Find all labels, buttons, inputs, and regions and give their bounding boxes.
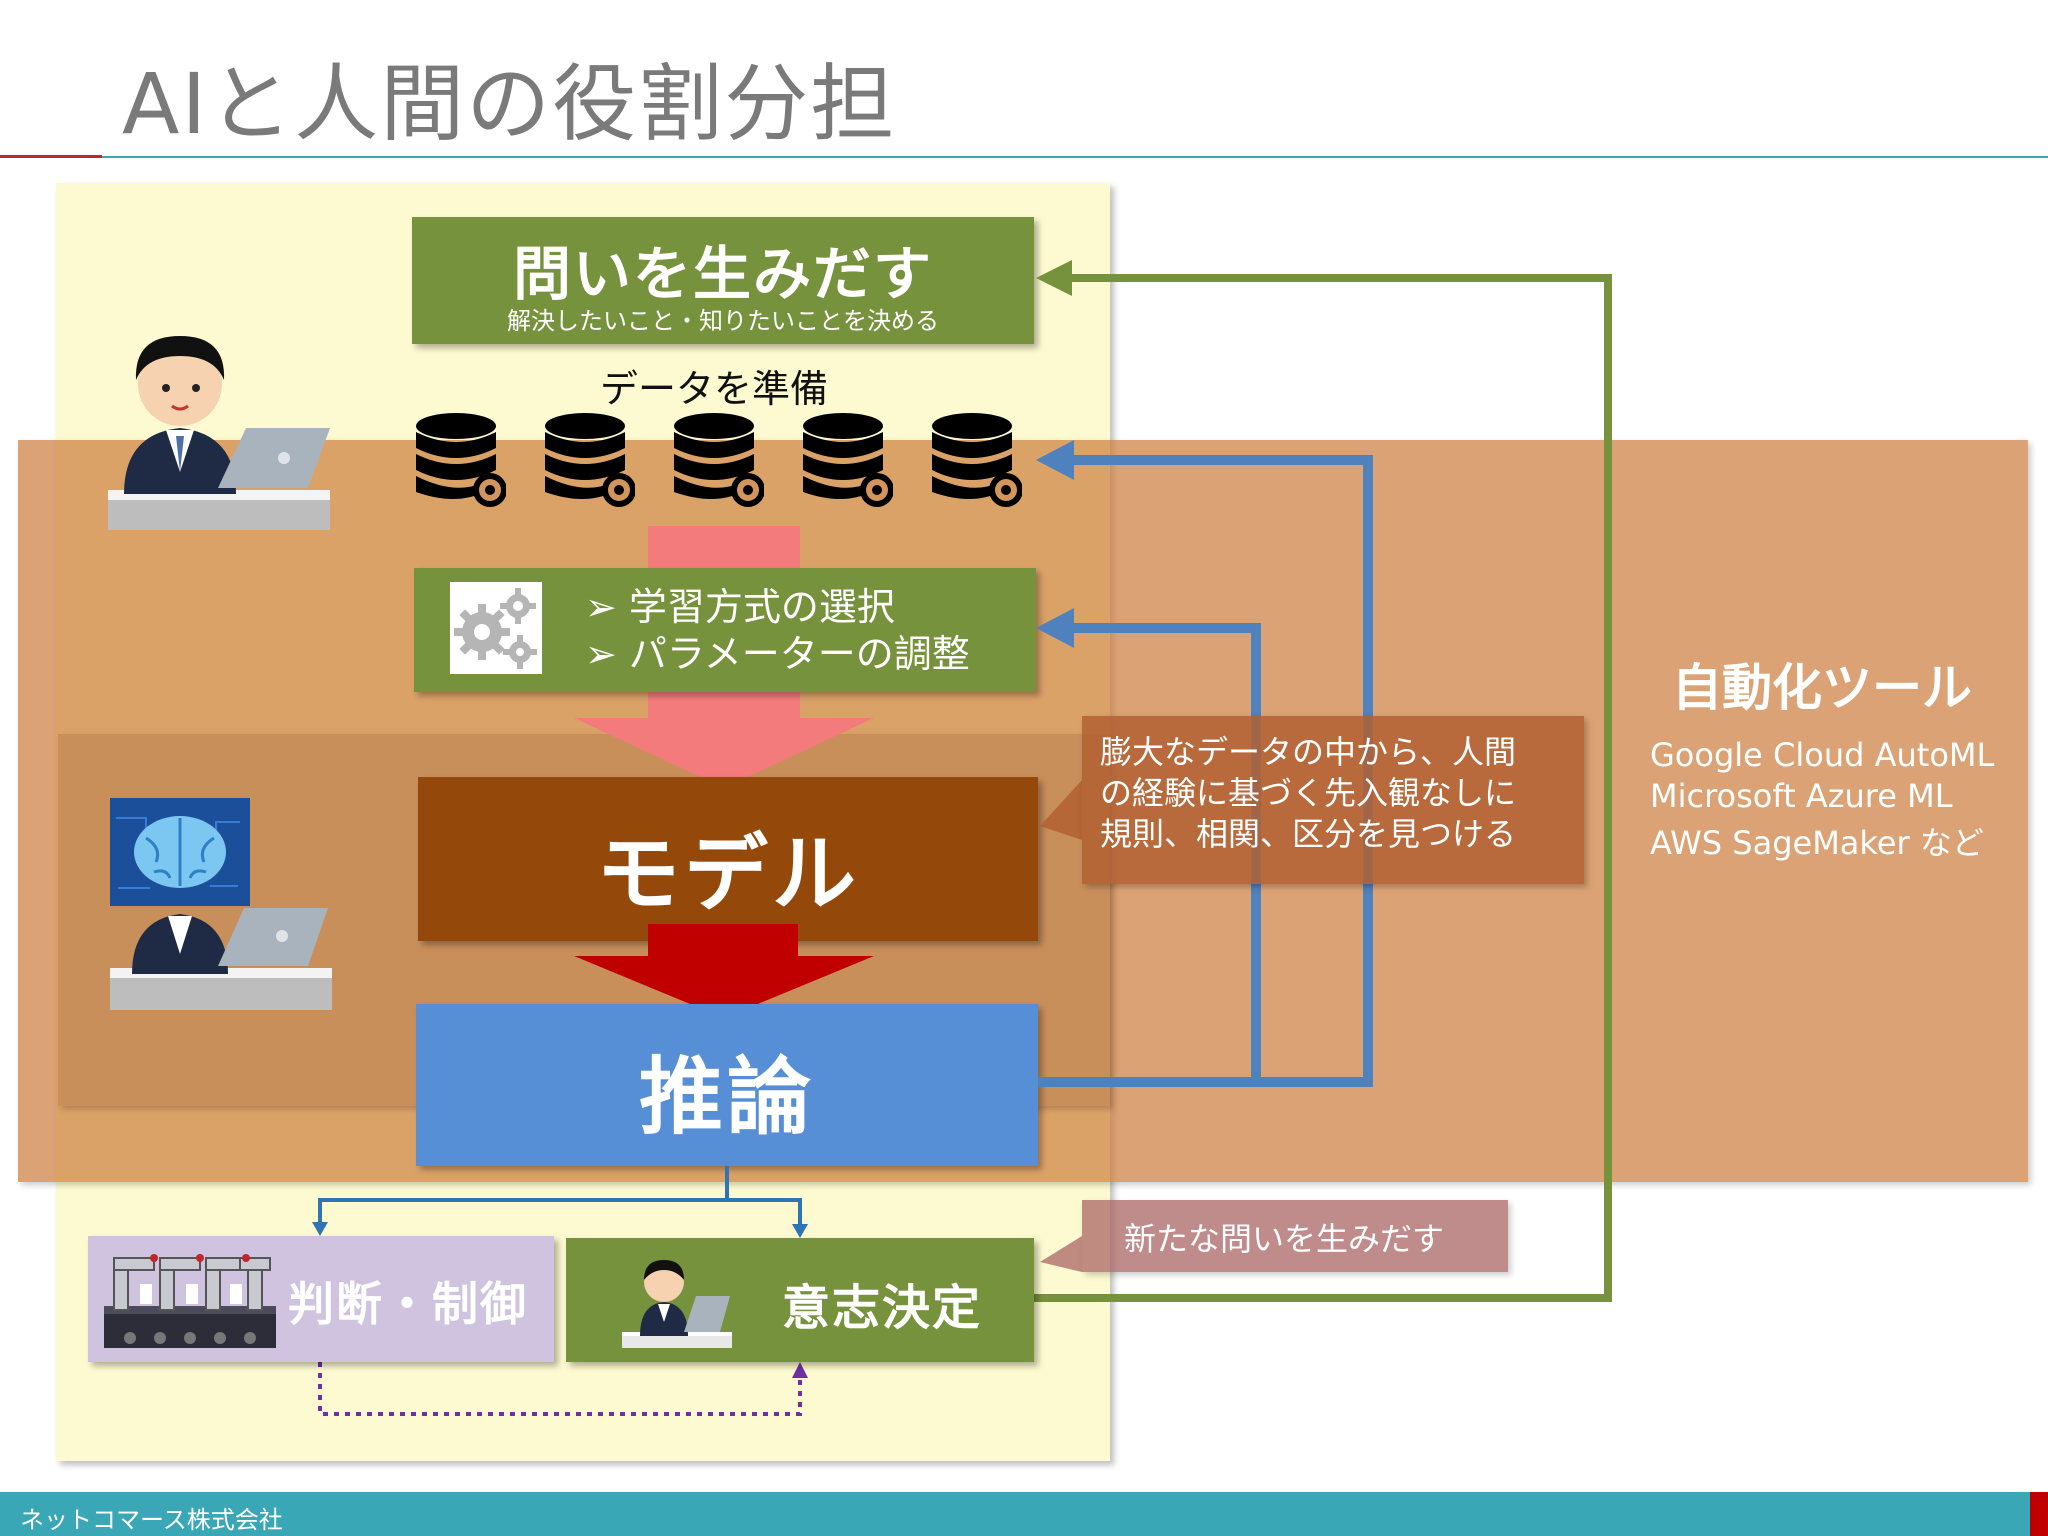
judgement-label: 判断・制御 [288, 1277, 528, 1331]
inference-to-decision-arrowhead [792, 1224, 808, 1238]
page-title: AIと人間の役割分担 [122, 55, 897, 153]
person-at-laptop-icon [104, 322, 334, 540]
inference-to-judgement-line [318, 1166, 729, 1222]
param-item-parameter-tuning: ➢ パラメーターの調整 [585, 632, 970, 676]
param-item-learning-method: ➢ 学習方式の選択 [585, 585, 895, 629]
database-gear-icon [930, 412, 1023, 510]
robot-arms-icon [100, 1244, 280, 1358]
question-subtitle: 解決したいこと・知りたいことを決める [507, 307, 939, 335]
inference-label: 推論 [638, 1048, 815, 1146]
ai-brain-at-laptop-icon [106, 798, 336, 1020]
footer-accent [2030, 1492, 2048, 1536]
callout-new-pointer [1040, 1236, 1082, 1272]
blue-feedback-arrowhead-data [1036, 440, 1074, 480]
new-question-callout: 新たな問いを生みだす [1082, 1200, 1508, 1272]
ai-callout-line: 膨大なデータの中から、人間 [1100, 733, 1517, 771]
ai-callout-line: 規則、相関、区分を見つける [1100, 815, 1517, 853]
inference-to-judgement-arrowhead [312, 1222, 328, 1236]
judgement-to-decision-dotted-line [318, 1362, 802, 1416]
green-feedback-arrowhead [1036, 260, 1072, 296]
callout-ai-pointer [1040, 780, 1082, 840]
automation-tool-item: Google Cloud AutoML [1650, 736, 1995, 774]
ai-callout-line: の経験に基づく先入観なしに [1100, 774, 1517, 812]
person-at-laptop-icon [622, 1252, 732, 1356]
data-flow-arrow-head [574, 718, 874, 788]
gears-icon [450, 582, 542, 674]
footer-company: ネットコマース株式会社 [20, 1506, 283, 1534]
new-question-callout-text: 新たな問いを生みだす [1124, 1220, 1445, 1258]
blue-feedback-line-params [1062, 623, 1261, 1082]
data-label: データを準備 [600, 367, 829, 411]
title-rule-teal [102, 156, 2048, 158]
automation-tool-item: Microsoft Azure ML [1650, 777, 1953, 815]
automation-title: 自動化ツール [1672, 659, 1972, 717]
decision-box: 意志決定 [566, 1238, 1034, 1362]
ai-callout: 膨大なデータの中から、人間 の経験に基づく先入観なしに 規則、相関、区分を見つけ… [1082, 716, 1584, 884]
model-box: モデル [418, 777, 1038, 941]
decision-label: 意志決定 [782, 1280, 983, 1336]
model-label: モデル [595, 825, 860, 923]
inference-box: 推論 [416, 1004, 1038, 1166]
footer-bar [0, 1492, 2030, 1536]
question-box: 問いを生みだす 解決したいこと・知りたいことを決める [412, 217, 1034, 344]
inference-to-decision-line [727, 1198, 802, 1224]
model-to-inference-arrow-head [574, 956, 874, 1018]
database-gear-icon [672, 412, 765, 510]
judgement-control-box: 判断・制御 [88, 1236, 554, 1362]
judgement-to-decision-arrowhead [792, 1362, 808, 1378]
title-rule-red [0, 155, 102, 158]
database-gear-icon [801, 412, 894, 510]
green-feedback-line [1034, 274, 1612, 1302]
question-title: 問いを生みだす [512, 240, 933, 308]
automation-tool-item: AWS SageMaker など [1650, 824, 1984, 862]
blue-feedback-arrowhead-params [1036, 608, 1074, 648]
database-gear-icon [414, 412, 507, 510]
database-gear-icon [543, 412, 636, 510]
